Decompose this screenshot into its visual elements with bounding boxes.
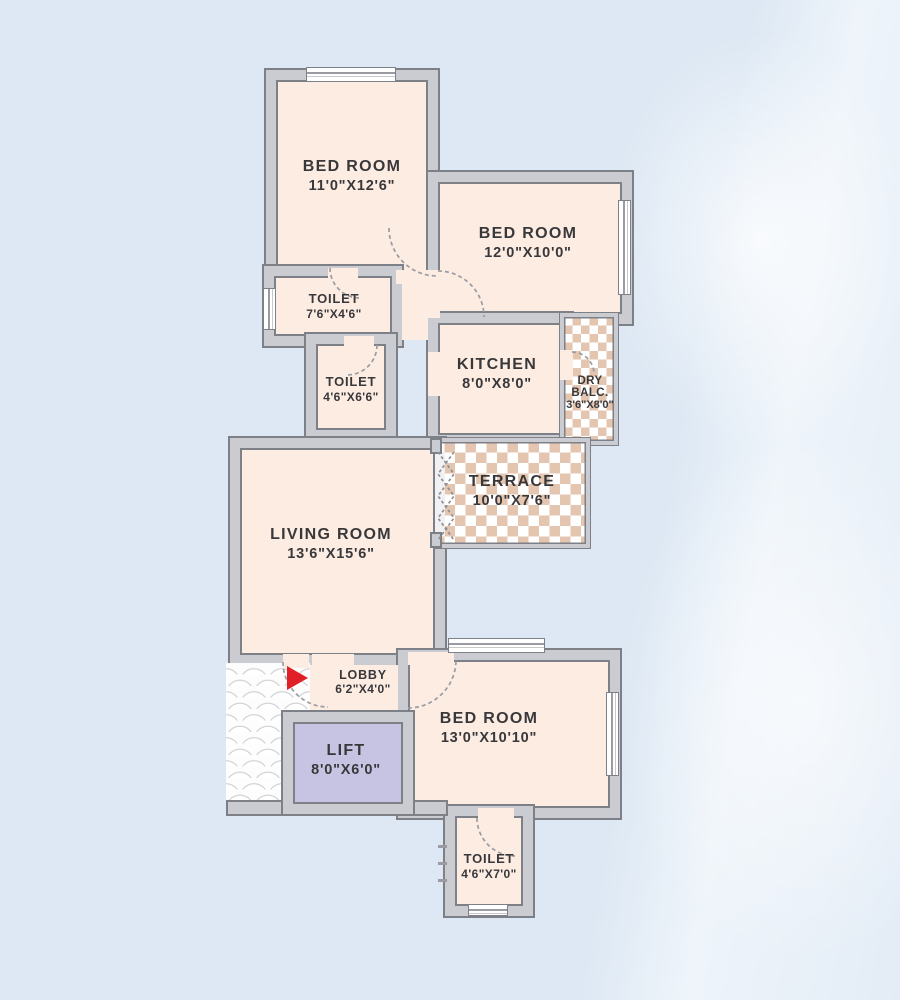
label-bedroom-3: BED ROOM 13'0"X10'10" [440, 710, 538, 746]
label-living-room: LIVING ROOM 13'6"X15'6" [270, 526, 392, 562]
label-bedroom-2: BED ROOM 12'0"X10'0" [479, 225, 577, 261]
opening-bedroom1 [396, 270, 430, 284]
room-dims: 3'6"X8'0" [566, 399, 614, 411]
room-dims: 6'2"X4'0" [335, 682, 391, 696]
room-name: BED ROOM [478, 225, 578, 242]
passage-corridor [402, 282, 428, 340]
window-bedroom1-top [306, 67, 396, 82]
label-dry-balcony: DRY BALC. 3'6"X8'0" [566, 375, 613, 411]
label-kitchen: KITCHEN 8'0"X8'0" [457, 356, 537, 392]
label-toilet-3: TOILET 4'6"X7'0" [461, 851, 516, 881]
label-lobby: LOBBY 6'2"X4'0" [335, 668, 390, 696]
room-name: BED ROOM [302, 158, 402, 175]
room-dims: 10'0"X7'6" [472, 493, 552, 509]
window-toilet3-bottom [468, 904, 508, 916]
opening-toilet2 [344, 336, 374, 348]
opening-bedroom3 [408, 652, 454, 665]
window-toilet1-left [263, 288, 276, 330]
opening-bedroom1-bedroom2 [428, 270, 440, 318]
window-bedroom3-right [606, 692, 619, 776]
wall-terrace-stub-top [430, 438, 442, 454]
room-dims: 8'0"X6'0" [311, 762, 381, 778]
room-name: BED ROOM [439, 710, 539, 727]
room-name: LOBBY [339, 668, 387, 682]
room-dims: 13'6"X15'6" [287, 546, 375, 562]
label-lift: LIFT 8'0"X6'0" [311, 742, 381, 778]
room-dims: 12'0"X10'0" [484, 245, 572, 261]
room-name: KITCHEN [456, 356, 538, 373]
room-dims: 7'6"X4'6" [306, 307, 362, 321]
room-name: TOILET [325, 374, 377, 389]
label-terrace: TERRACE 10'0"X7'6" [469, 473, 555, 509]
room-dims: 13'0"X10'10" [440, 730, 538, 746]
room-dims: 8'0"X8'0" [462, 376, 532, 392]
room-name: LIVING ROOM [270, 526, 392, 543]
room-name: TOILET [308, 291, 360, 306]
room-dims: 4'6"X7'0" [461, 867, 517, 881]
room-name: TOILET [463, 851, 515, 866]
room-terrace [433, 437, 591, 549]
opening-toilet3 [478, 808, 514, 818]
room-name: LIFT [326, 742, 366, 759]
opening-kitchen [428, 352, 440, 396]
room-name: DRY [577, 375, 603, 387]
room-dims: 4'6"X6'6" [323, 390, 379, 404]
label-bedroom-1: BED ROOM 11'0"X12'6" [303, 158, 401, 194]
wall-terrace-stub-bottom [430, 532, 442, 548]
label-toilet-1: TOILET 7'6"X4'6" [306, 291, 361, 321]
window-bedroom2-right [618, 200, 631, 295]
room-name: TERRACE [468, 473, 556, 490]
vent-tick [438, 862, 447, 865]
vent-tick [438, 879, 447, 882]
entrance-arrow-icon [287, 666, 308, 690]
opening-terrace-folddoor [435, 452, 445, 536]
room-dims: 11'0"X12'6" [308, 178, 396, 194]
room-name: BALC. [571, 387, 609, 399]
vent-tick [438, 845, 447, 848]
label-toilet-2: TOILET 4'6"X6'6" [323, 374, 378, 404]
room-lift [281, 710, 415, 816]
room-living [228, 436, 447, 667]
opening-toilet1 [328, 268, 358, 280]
opening-dry-balcony [560, 350, 573, 380]
window-bedroom3-bay [448, 638, 545, 653]
